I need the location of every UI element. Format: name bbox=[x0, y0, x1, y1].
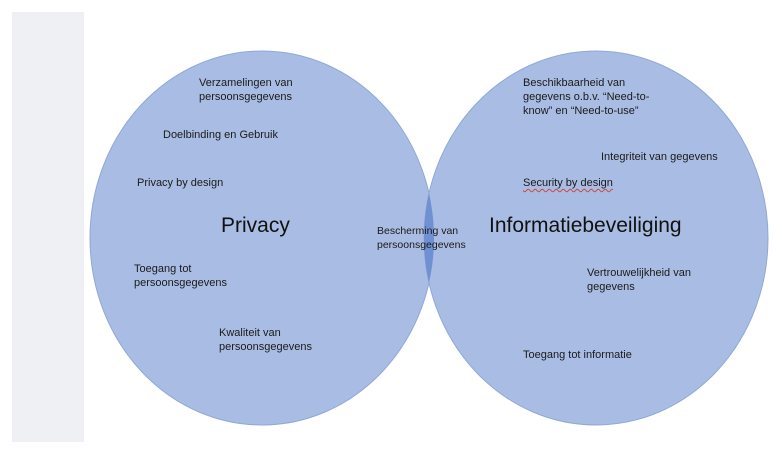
privacy-item-access: Toegang tot persoonsgegevens bbox=[134, 263, 227, 289]
security-item-by-design: Security by design bbox=[523, 177, 613, 189]
side-panel bbox=[12, 12, 84, 442]
security-item-integrity: Integriteit van gegevens bbox=[601, 151, 718, 163]
privacy-item-by-design: Privacy by design bbox=[137, 177, 224, 189]
security-item-availability: Beschikbaarheid van gegevens o.b.v. “Nee… bbox=[523, 77, 650, 117]
privacy-title: Privacy bbox=[221, 214, 290, 237]
security-item-access-info: Toegang tot informatie bbox=[523, 349, 632, 361]
security-title: Informatiebeveiliging bbox=[489, 214, 682, 237]
security-item-confidentiality: Vertrouwelijkheid van gegevens bbox=[587, 267, 691, 293]
privacy-item-purpose: Doelbinding en Gebruik bbox=[163, 129, 278, 141]
privacy-item-quality: Kwaliteit van persoonsgegevens bbox=[219, 327, 312, 353]
overlap-label: Bescherming van persoonsgegevens bbox=[377, 225, 466, 251]
privacy-item-collection: Verzamelingen van persoonsgegevens bbox=[199, 77, 293, 103]
